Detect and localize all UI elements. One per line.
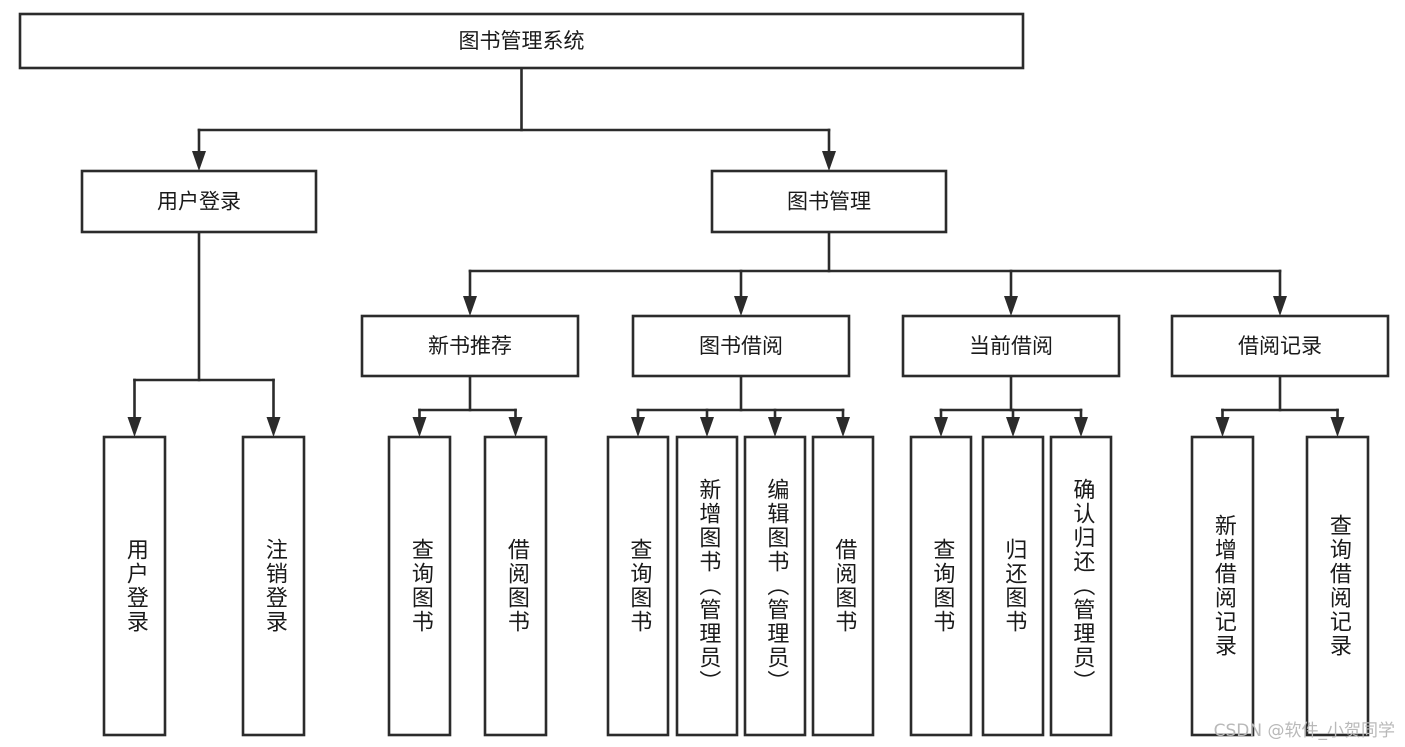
node-box-new-book-rec[interactable] (360, 314, 580, 378)
arrow-head-icon (1273, 296, 1287, 316)
node-boxes (18, 12, 1390, 737)
arrow-head-icon (631, 417, 645, 437)
arrow-head-icon (836, 417, 850, 437)
connector-lines (127, 66, 1345, 437)
node-box-leaf-edit-book[interactable] (743, 435, 807, 737)
node-box-book-manage[interactable] (710, 169, 948, 234)
arrow-head-icon (822, 151, 836, 171)
node-box-leaf-user-login[interactable] (102, 435, 167, 737)
arrow-head-icon (266, 417, 281, 437)
arrow-head-icon (508, 417, 523, 437)
node-box-root[interactable] (18, 12, 1025, 70)
arrow-head-icon (192, 151, 206, 171)
node-box-leaf-query-book-1[interactable] (387, 435, 452, 737)
node-box-leaf-add-book[interactable] (675, 435, 739, 737)
node-box-leaf-borrow-book-1[interactable] (483, 435, 548, 737)
watermark-text: CSDN @软件_小贺同学 (1213, 721, 1395, 741)
node-box-leaf-user-logout[interactable] (241, 435, 306, 737)
arrow-head-icon (127, 417, 142, 437)
node-box-leaf-query-book-2[interactable] (606, 435, 670, 737)
arrow-head-icon (700, 417, 714, 437)
arrow-head-icon (1215, 417, 1230, 437)
node-box-current-borrow[interactable] (901, 314, 1121, 378)
node-box-book-borrow[interactable] (631, 314, 851, 378)
arrow-head-icon (1006, 417, 1020, 437)
arrow-head-icon (768, 417, 782, 437)
node-label-book-borrow: 图书借阅 (699, 334, 783, 358)
arrow-head-icon (934, 417, 948, 437)
arrow-head-icon (734, 296, 748, 316)
arrow-head-icon (463, 296, 477, 316)
node-box-borrow-record[interactable] (1170, 314, 1390, 378)
node-box-leaf-query-record[interactable] (1305, 435, 1370, 737)
node-box-leaf-return-book[interactable] (981, 435, 1045, 737)
node-box-user-login[interactable] (80, 169, 318, 234)
node-box-leaf-query-book-3[interactable] (909, 435, 973, 737)
node-box-leaf-borrow-book-2[interactable] (811, 435, 875, 737)
node-box-leaf-add-record[interactable] (1190, 435, 1255, 737)
node-label-user-login: 用户登录 (157, 190, 241, 214)
arrow-head-icon (1330, 417, 1345, 437)
node-label-book-manage: 图书管理 (787, 190, 871, 214)
node-label-borrow-record: 借阅记录 (1238, 334, 1322, 358)
node-label-new-book-rec: 新书推荐 (428, 334, 512, 358)
arrow-head-icon (1074, 417, 1088, 437)
arrow-head-icon (412, 417, 427, 437)
arrow-head-icon (1004, 296, 1018, 316)
node-label-root: 图书管理系统 (459, 29, 585, 53)
node-label-current-borrow: 当前借阅 (969, 334, 1053, 358)
node-box-leaf-confirm-return[interactable] (1049, 435, 1113, 737)
